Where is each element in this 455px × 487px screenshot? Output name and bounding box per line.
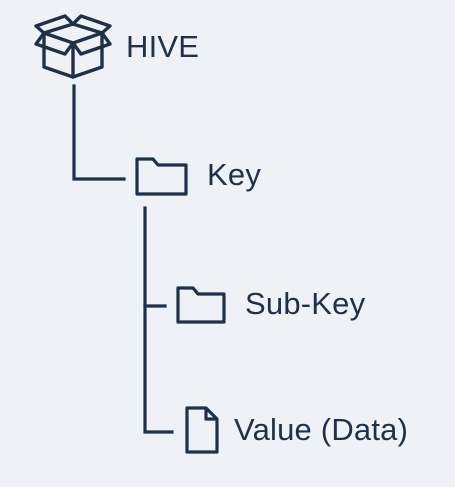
folder-icon <box>175 282 227 326</box>
value-node: Value (Data) <box>184 405 408 455</box>
key-node: Key <box>134 152 261 198</box>
hive-label: HIVE <box>126 29 200 64</box>
connector-key-to-value <box>143 304 174 434</box>
file-icon <box>184 405 220 455</box>
value-label: Value (Data) <box>234 412 409 447</box>
connector-key-to-subkey <box>143 206 167 308</box>
subkey-node: Sub-Key <box>175 282 365 326</box>
hive-node: HIVE <box>34 14 199 80</box>
key-label: Key <box>207 157 262 192</box>
subkey-label: Sub-Key <box>245 286 366 321</box>
folder-icon <box>134 152 190 198</box>
box-icon <box>34 14 112 80</box>
connector-hive-to-key <box>72 84 126 181</box>
